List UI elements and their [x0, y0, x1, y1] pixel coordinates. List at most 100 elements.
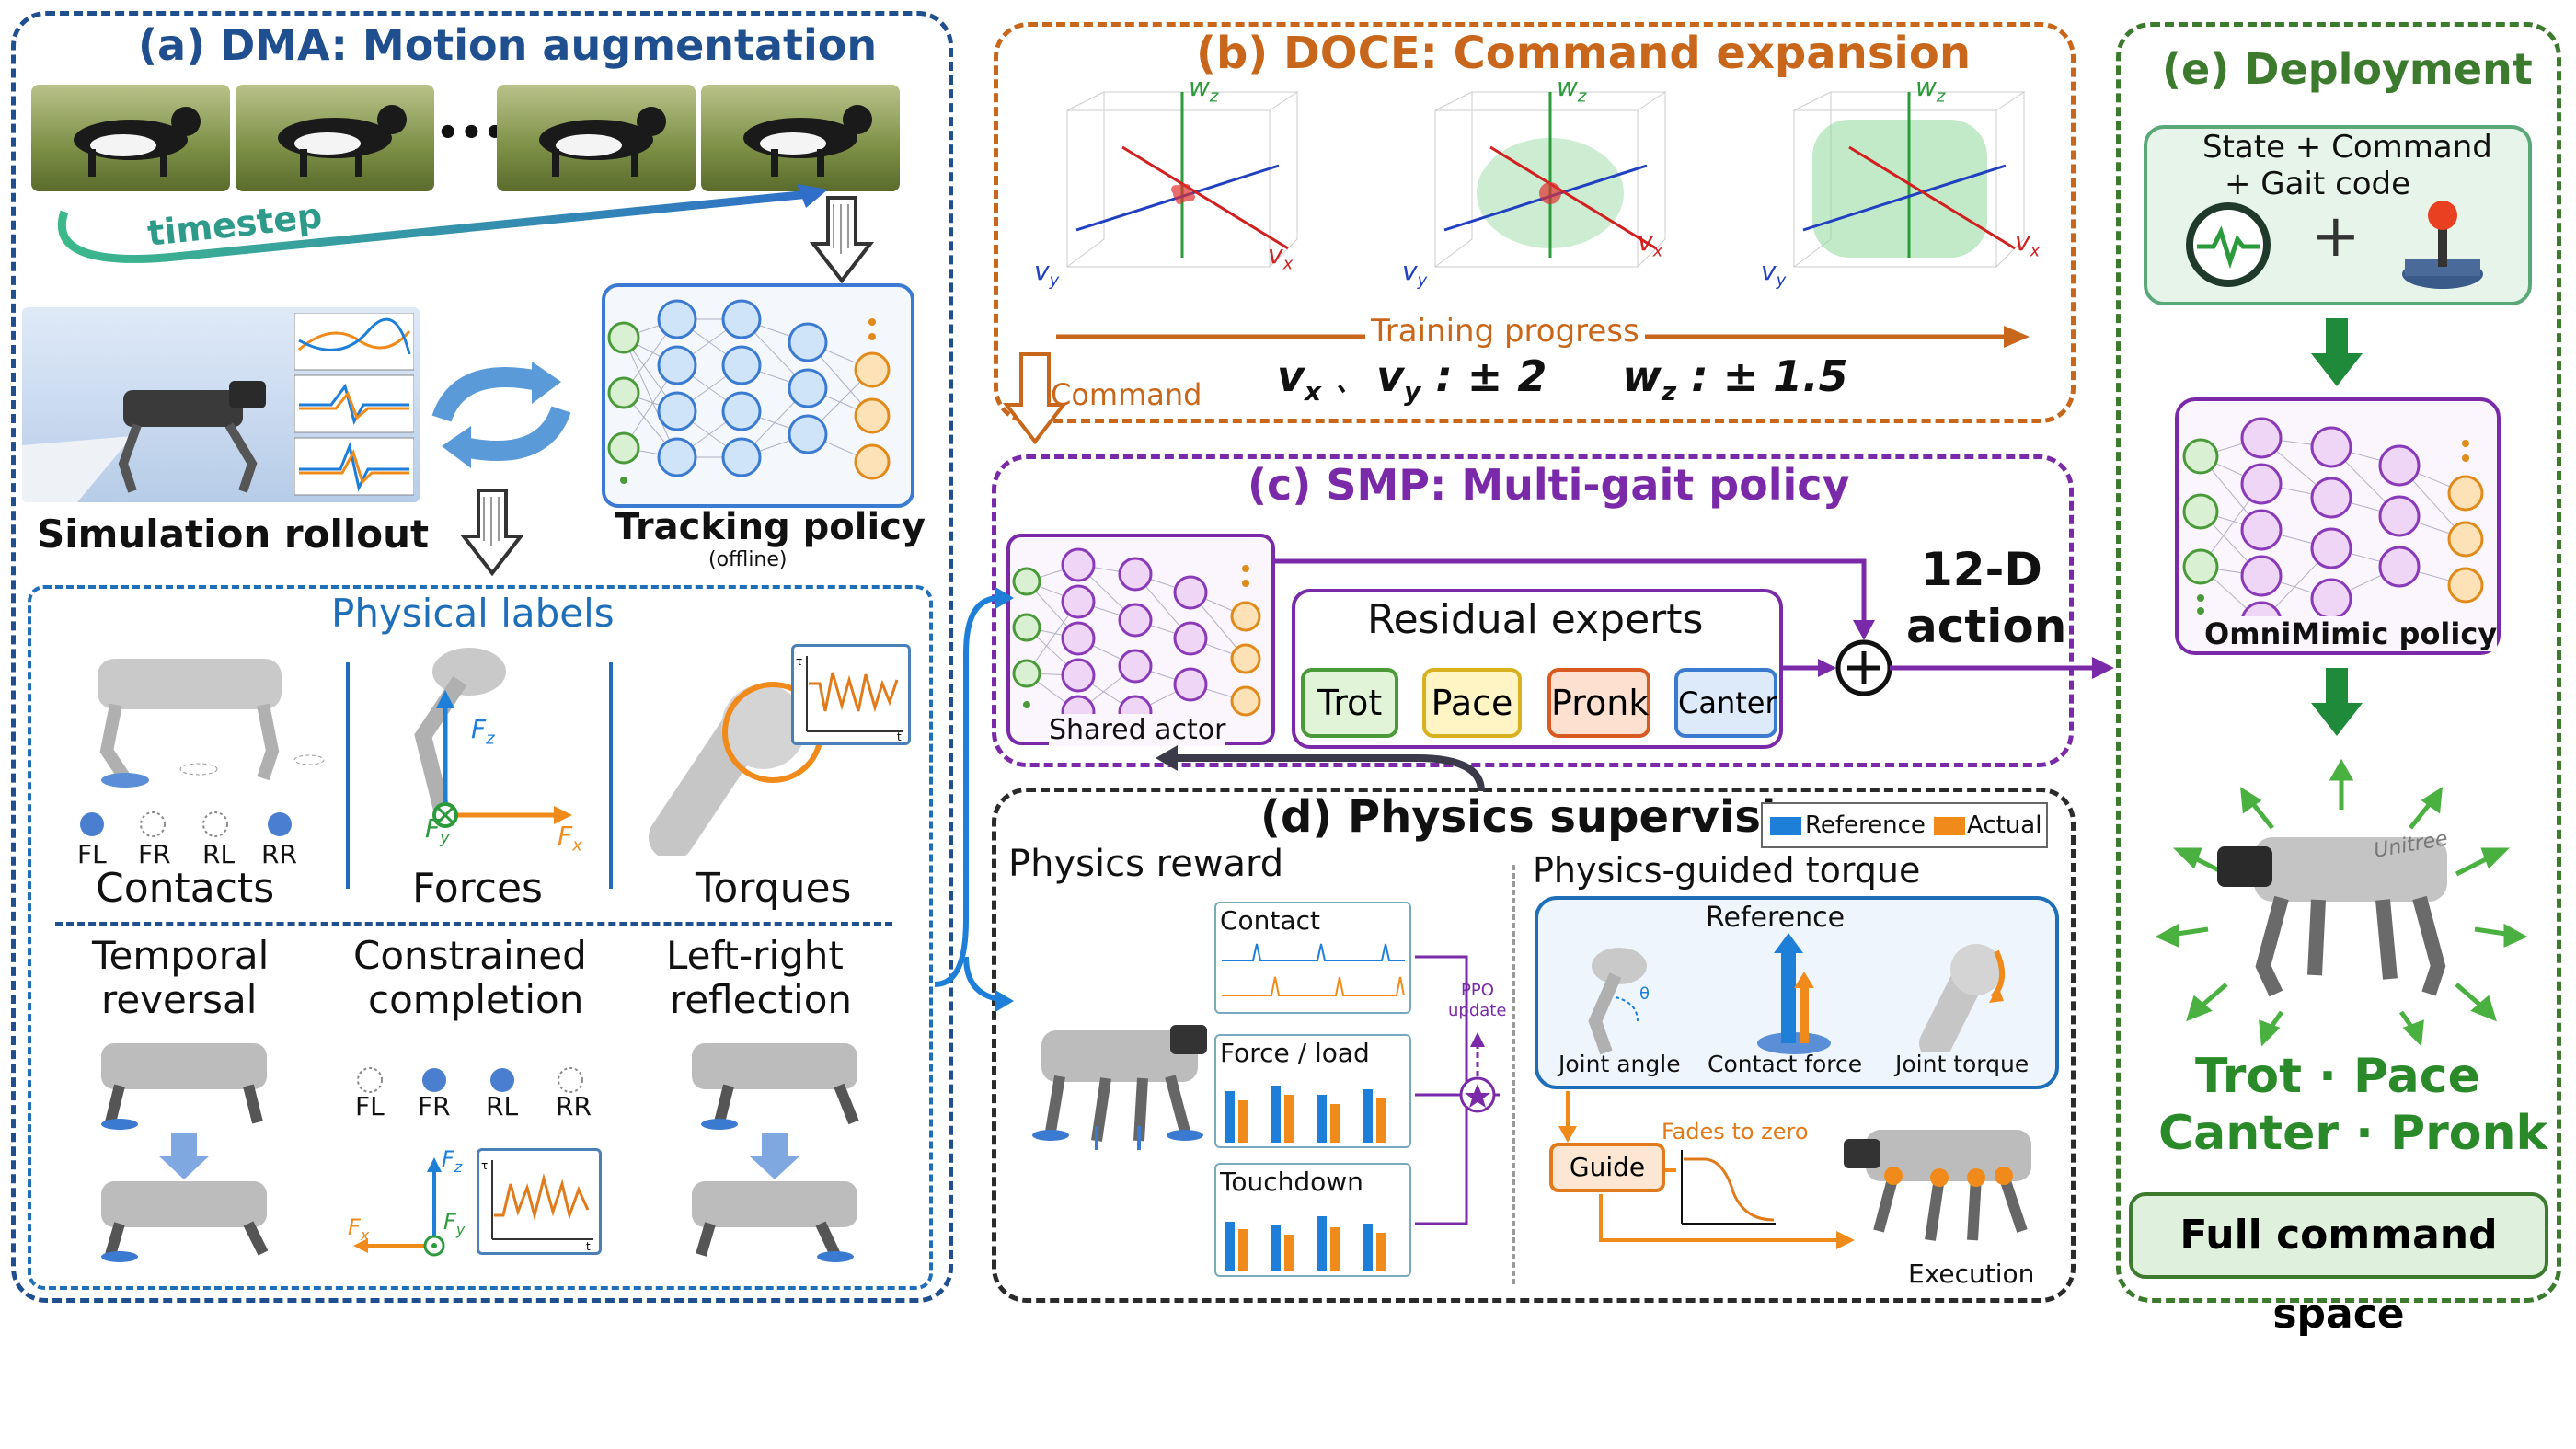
- omnimimic-policy-box: [2175, 397, 2501, 655]
- constrained-foot-markers: [357, 1067, 583, 1093]
- doce-title: (b) DOCE: Command expansion: [1196, 28, 1971, 79]
- dog-frame-3: [497, 85, 696, 191]
- physics-reward-label: Physics reward: [1008, 843, 1284, 885]
- axis-vx-3: vx: [2015, 226, 2041, 261]
- ppo-merge: [1415, 955, 1500, 1225]
- constrained-foot-rr: RR: [556, 1091, 592, 1121]
- legend-actual-swatch: [1934, 817, 1965, 835]
- legend-actual-label: Actual: [1967, 811, 2042, 839]
- axis-vy-2: vy: [1402, 256, 1428, 291]
- constrained-foot-fr: FR: [418, 1091, 451, 1121]
- dog-silhouette: [278, 105, 407, 177]
- constrained-label-2: completion: [368, 977, 584, 1022]
- dog-silhouette: [74, 107, 201, 177]
- cc-tau-label: τ: [481, 1159, 488, 1172]
- dma-to-smp-arrows: [934, 587, 1014, 1012]
- smp-title: (c) SMP: Multi-gait policy: [1248, 460, 1850, 510]
- dog-frame-2: [236, 85, 434, 191]
- doce-scatter-mid: [1434, 91, 1667, 268]
- deploy-input-label-2: + Gait code: [2225, 166, 2411, 202]
- foot-fl: FL: [77, 839, 107, 869]
- forces-label: Forces: [412, 865, 543, 912]
- cc-t-label: t: [586, 1240, 591, 1252]
- deploy-input-label-1: State + Command: [2202, 129, 2492, 166]
- cc-force-z-label: Fz: [442, 1146, 463, 1176]
- divider-2: [609, 662, 613, 889]
- torques-label: Torques: [696, 865, 852, 912]
- residual-experts-label: Residual experts: [1367, 596, 1704, 643]
- contact-force-label: Contact force: [1708, 1051, 1863, 1077]
- dma-panel: [11, 11, 953, 1303]
- contacts-label: Contacts: [96, 865, 275, 912]
- tracking-policy-box: [602, 283, 914, 508]
- smp-panel: [992, 454, 2074, 767]
- foot-fr: FR: [138, 839, 171, 869]
- down-arrow-icon: [810, 196, 874, 284]
- axis-vy-1: vy: [1034, 256, 1060, 291]
- shared-actor-network: [1012, 547, 1261, 730]
- contact-foot-markers: [80, 811, 292, 837]
- constrained-foot-rl: RL: [486, 1091, 519, 1121]
- joint-angle-icon: θ: [1588, 948, 1650, 1055]
- touchdown-plot-label: Touchdown: [1220, 1167, 1363, 1197]
- force-x-label: Fx: [558, 821, 582, 856]
- cc-force-x-label: Fx: [348, 1214, 370, 1244]
- timestep-arrow: [57, 184, 828, 263]
- axis-wz-2: wz: [1557, 72, 1587, 107]
- dog-silhouette: [743, 105, 872, 177]
- axis-vx-1: vx: [1268, 239, 1294, 274]
- deploy-arrow-1: [2311, 318, 2363, 386]
- frames-ellipsis: •••: [436, 112, 507, 155]
- command-label: Command: [1051, 377, 1202, 412]
- tracking-network: [607, 299, 891, 484]
- smp-connectors: [1275, 558, 2114, 696]
- touchdown-plot-box: Touchdown: [1214, 1163, 1411, 1277]
- sim-rollout-label: Simulation rollout: [37, 512, 430, 557]
- physics-panel: [992, 788, 2076, 1303]
- deploy-plus: +: [2311, 202, 2361, 270]
- dma-title: (a) DMA: Motion augmentation: [138, 20, 878, 70]
- forces-leg: [414, 648, 572, 828]
- physical-labels-panel: [28, 585, 933, 1290]
- sim-plots: [293, 312, 415, 497]
- ppo-label-2: update: [1448, 1001, 1507, 1020]
- divider-1: [346, 662, 350, 889]
- command-range: vx 、 vy : ± 2 wz : ± 1.5: [1277, 351, 1848, 408]
- physics-reward-robot: [1032, 1025, 1207, 1150]
- reflection-label-1: Left-right: [666, 933, 844, 978]
- reflection-robots: [692, 1043, 859, 1262]
- physics-legend: Reference Actual: [1761, 802, 2048, 848]
- deploy-gaits-2: Canter · Pronk: [2158, 1106, 2548, 1161]
- ppo-label-1: PPO: [1461, 981, 1494, 1000]
- action-label-1: 12-D: [1921, 543, 2042, 596]
- contact-force-icon: [1757, 933, 1831, 1054]
- joint-torque-icon: [1919, 944, 2005, 1052]
- dog-frame-1: [31, 85, 230, 191]
- physics-to-actor-arrow: [1156, 745, 1485, 792]
- contacts-robot: [98, 659, 325, 788]
- row-separator: [55, 922, 892, 926]
- axis-vy-3: vy: [1761, 256, 1787, 291]
- axis-vx-2: vx: [1638, 226, 1663, 261]
- tracking-policy-label: Tracking policy: [615, 506, 926, 548]
- offline-label: (offline): [708, 548, 788, 571]
- theta-label: θ: [1639, 984, 1650, 1004]
- execution-label: Execution: [1908, 1259, 2035, 1289]
- temporal-reversal-label-1: Temporal: [92, 933, 270, 978]
- physics-divider: [1512, 865, 1515, 1284]
- doce-panel: [994, 22, 2076, 423]
- deployed-robot: [2155, 758, 2528, 1047]
- cc-force-y-label: Fy: [443, 1209, 466, 1238]
- expert-trot: Trot: [1301, 668, 1398, 738]
- legend-reference-swatch: [1770, 817, 1801, 835]
- reflection-label-2: reflection: [670, 977, 853, 1022]
- force-plot-box: Force / load: [1214, 1034, 1411, 1148]
- command-down-arrow-icon: [1003, 352, 1067, 445]
- pulse-icon: [2186, 202, 2271, 287]
- constrained-foot-fl: FL: [355, 1091, 385, 1121]
- doce-scatter-late: [1793, 91, 2026, 268]
- joint-torque-label: Joint torque: [1895, 1051, 2030, 1077]
- expert-pace: Pace: [1422, 668, 1522, 738]
- torque-plot: τ t: [791, 644, 911, 745]
- legend-reference-label: Reference: [1805, 811, 1926, 839]
